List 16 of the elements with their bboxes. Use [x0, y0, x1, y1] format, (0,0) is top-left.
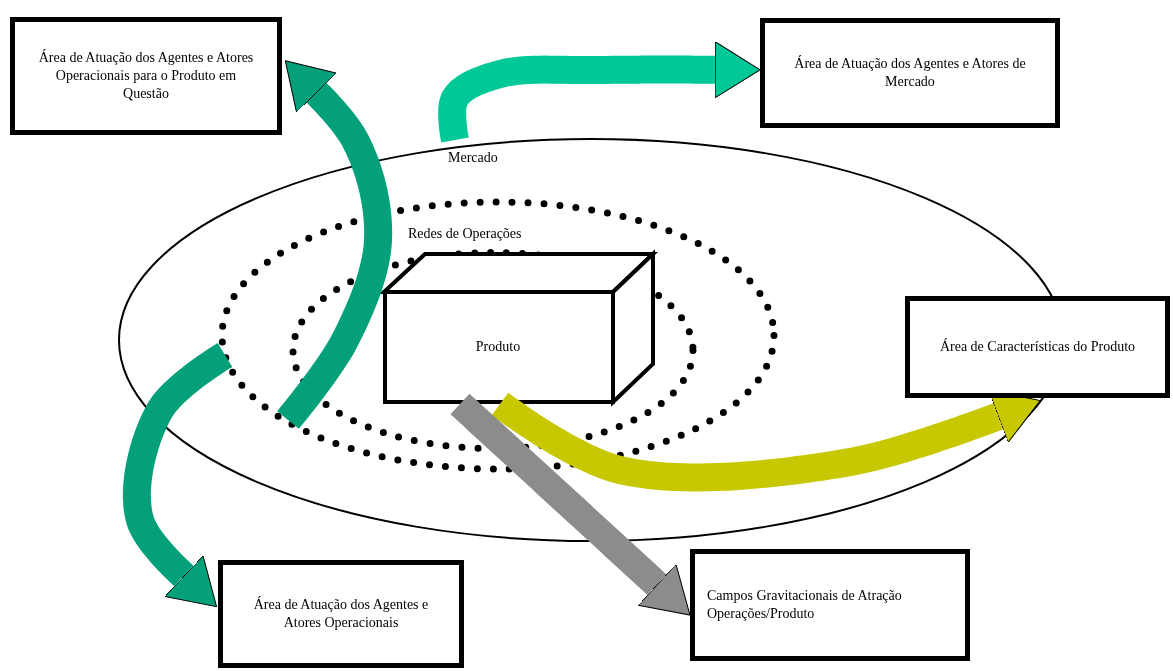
box-label: Área de Atuação dos Agentes e Atores de Mercado — [793, 54, 1027, 91]
box-label: Área de Características do Produto — [939, 337, 1136, 356]
text-box — [10, 17, 282, 135]
text-box — [218, 560, 464, 668]
text-box — [690, 549, 970, 661]
node-label: Produto — [474, 339, 522, 355]
node-label: Redes de Operações — [408, 226, 522, 242]
box-label: Área de Atuação dos Agentes e Atores Operacionais — [252, 595, 430, 632]
arrow — [277, 60, 393, 430]
node-label: Mercado — [448, 150, 498, 166]
box-label: Campos Gravitacionais de Atração Operações/Produto — [707, 586, 903, 623]
text-box — [905, 296, 1170, 398]
arrow — [449, 393, 691, 616]
text-box — [760, 18, 1060, 128]
box-label: Área de Atuação dos Agentes e Atores Operacionais para o Produto em Questão — [37, 48, 255, 104]
dotted-ring — [218, 198, 778, 473]
